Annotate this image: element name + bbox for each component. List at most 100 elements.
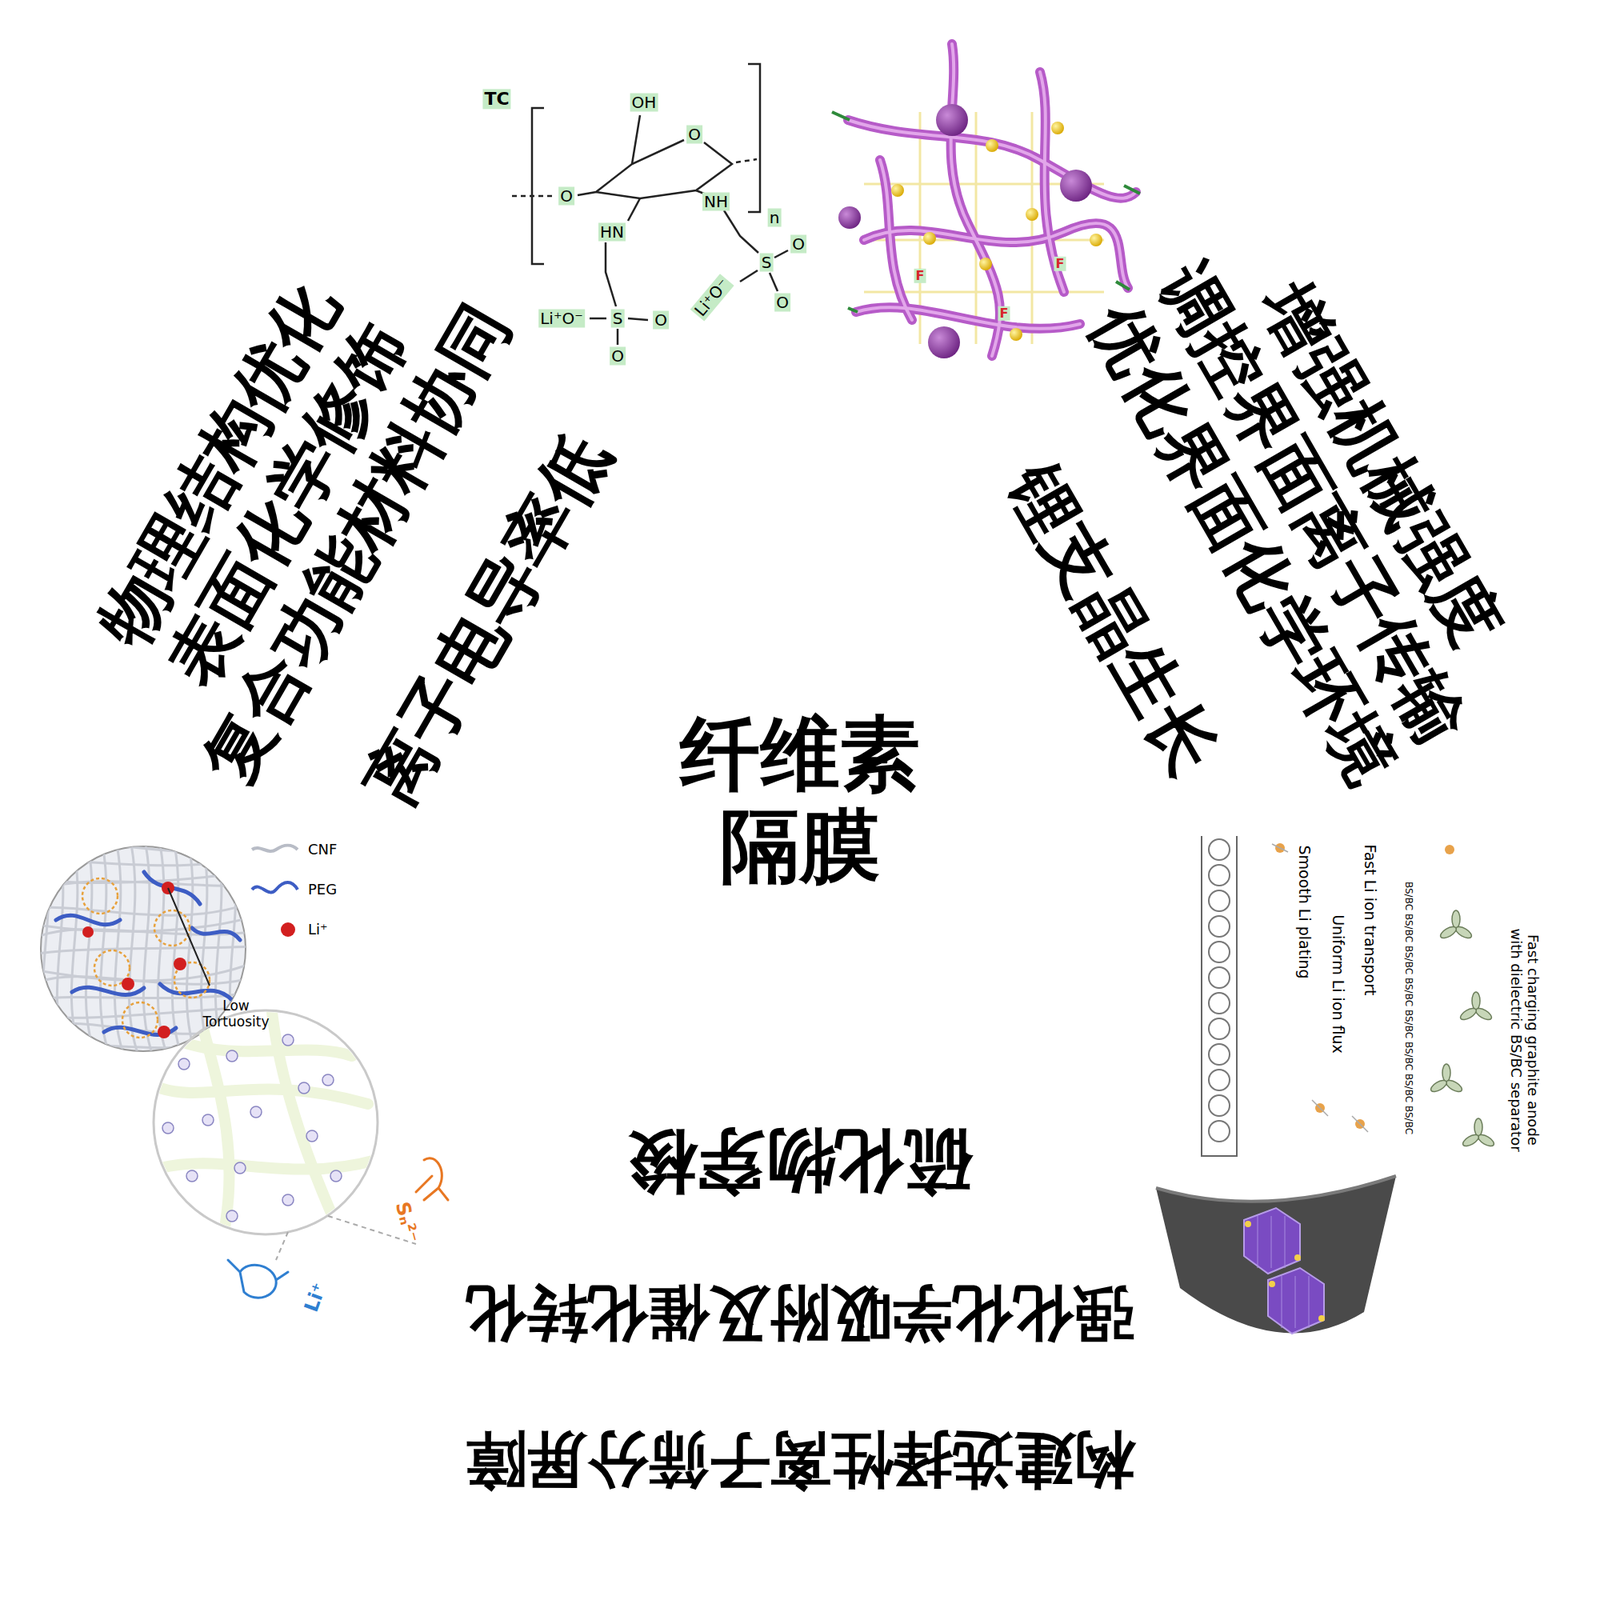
bs-bc-tag: BS/BC <box>1402 881 1414 911</box>
anode-illustration-part-part <box>1257 1216 1259 1268</box>
chem-label: OH <box>630 93 659 112</box>
anode-illustration-part <box>1244 1208 1300 1274</box>
polymer-network-part <box>838 206 861 229</box>
polymer-network-part-part <box>1009 328 1023 341</box>
legend-text: Li⁺ <box>308 921 328 939</box>
separator-illustration-part-part <box>1474 1118 1483 1136</box>
chemical-structure-part <box>769 272 778 292</box>
polymer-network-part-part <box>848 120 1136 199</box>
center-fill <box>550 550 1050 1050</box>
separator-illustration-part-part <box>1428 1078 1448 1095</box>
cnf-peg-illustration-part <box>56 872 240 1036</box>
anode-illustration-part-part <box>1268 1280 1276 1288</box>
polymer-network-part-part <box>832 112 1140 312</box>
separator-illustration-part <box>1272 844 1368 1132</box>
polymer-network-part-part <box>950 44 1000 356</box>
cnf-peg-illustration-part <box>252 882 298 892</box>
chem-label: NH <box>702 192 730 212</box>
separator-illustration <box>1201 836 1496 1156</box>
separator-illustration-part-part <box>1208 1044 1230 1065</box>
sulfide-network-illustration-part <box>153 1010 378 1235</box>
chemical-structure-part <box>748 64 760 212</box>
anode-illustration-part <box>1257 1216 1309 1328</box>
chemical-structure <box>512 64 788 345</box>
polymer-network-part <box>936 104 968 136</box>
cnf-peg-illustration-part-part <box>42 840 52 1056</box>
label: F <box>998 306 1011 321</box>
separator-illustration-part-part <box>1452 910 1460 928</box>
chem-label: Li⁺O⁻ <box>538 309 585 328</box>
polymer-network-part-part <box>864 223 1128 288</box>
sulfide-network-illustration-part-part <box>160 1088 368 1104</box>
bs-bc-tag: BS/BC <box>1402 977 1414 1007</box>
cnf-peg-illustration-part-part <box>157 1025 171 1039</box>
anode-illustration-part-part <box>1318 1315 1325 1322</box>
polymer-network-part <box>832 112 1140 312</box>
sulfide-network-illustration-part-part <box>178 1058 190 1070</box>
chem-label: Li⁺O⁻ <box>690 274 735 322</box>
bs-bc-tag: BS/BC <box>1402 1041 1414 1071</box>
chem-label: n <box>768 208 782 228</box>
polymer-network-part <box>1060 169 1092 202</box>
bs-bc-tag: BS/BC <box>1402 1105 1414 1135</box>
separator-illustration-part-part <box>1208 916 1230 937</box>
separator-illustration-part-part <box>1438 924 1458 941</box>
label: Uniform Li ion flux <box>1328 914 1347 1054</box>
separator-illustration-part-part <box>1454 924 1474 941</box>
polymer-network-part-part <box>891 184 904 197</box>
polymer-network-part-part <box>880 160 912 320</box>
cnf-peg-illustration-part-part <box>173 957 187 971</box>
separator-illustration-part <box>1201 836 1237 1156</box>
chemical-structure-part <box>616 328 620 345</box>
polymer-network-part-part <box>856 307 1080 329</box>
anode-illustration-part <box>1268 1268 1324 1334</box>
polymer-network-part-part <box>1051 121 1064 135</box>
chemical-structure-part <box>596 142 732 199</box>
center-title: 纤维素 隔膜 <box>668 708 932 892</box>
chem-label: HN <box>598 223 626 242</box>
sulfide-network-illustration-part-part <box>226 1210 238 1222</box>
label: F <box>914 268 927 284</box>
sulfide-network-illustration-part-part <box>272 1012 336 1224</box>
chemical-structure-part <box>589 317 607 320</box>
cnf-peg-illustration-part-part <box>32 946 256 955</box>
polymer-network <box>832 44 1140 359</box>
chem-label: O <box>774 293 791 312</box>
cnf-peg-illustration-part-part <box>32 916 256 932</box>
anode-illustration-part-part <box>1271 1216 1272 1268</box>
cnf-peg-illustration-part-part <box>32 976 256 985</box>
chemical-structure-part <box>605 242 616 307</box>
sulfide-network-illustration-part-part <box>160 1160 376 1170</box>
polymer-network-part-part <box>1089 233 1103 247</box>
chem-label: O <box>558 187 575 206</box>
sulfide-network-illustration-part-part <box>176 1040 352 1056</box>
cnf-peg-illustration-part-part <box>56 840 67 1056</box>
sulfide-network-illustration-part-part <box>298 1082 310 1094</box>
cnf-peg-illustration <box>32 840 298 1056</box>
sulfide-network-illustration-part-part <box>226 1050 238 1062</box>
separator-illustration-part <box>1275 843 1455 1129</box>
label: F <box>1054 256 1067 272</box>
sulfide-network-illustration-part-part <box>282 1194 294 1206</box>
separator-illustration-part-part <box>1272 844 1368 1132</box>
anode-illustration-part-part <box>1284 1216 1286 1268</box>
chemical-structure-part <box>512 195 556 198</box>
center-circle: 纤维素 隔膜 <box>550 550 1050 1050</box>
chemical-structure-part <box>740 270 758 282</box>
polymer-network-part <box>848 44 1136 356</box>
cnf-peg-illustration-part-part <box>172 840 182 1056</box>
polymer-network-part-part <box>950 44 1000 356</box>
sulfide-network-illustration-part-part <box>202 1114 214 1126</box>
polymer-network-part-part <box>848 120 1136 199</box>
sulfide-network-illustration-part-part <box>162 1122 174 1134</box>
label: Fast Li ion transport <box>1360 844 1379 996</box>
chem-label: O <box>609 347 626 366</box>
separator-illustration-part-part <box>1458 1006 1478 1023</box>
separator-illustration-part-part <box>1460 1132 1480 1149</box>
separator-illustration-part-part <box>1476 1132 1496 1149</box>
cnf-peg-illustration-part <box>252 845 298 852</box>
anode-illustration-part <box>1244 1220 1325 1322</box>
cnf-peg-illustration-part-part <box>186 840 196 1056</box>
problem-text: 硫化物穿梭 <box>628 1122 972 1202</box>
cnf-peg-illustration-part-part <box>32 840 256 852</box>
